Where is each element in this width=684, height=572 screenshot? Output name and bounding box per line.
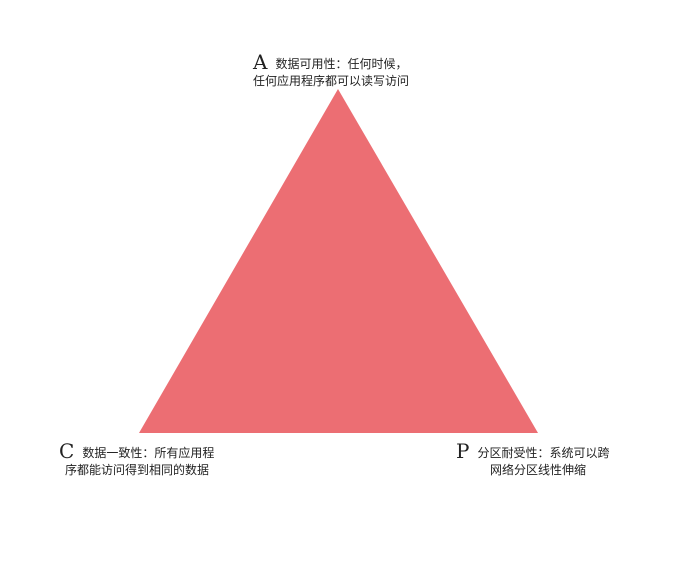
vertex-p-title: 分区耐受性：系统可以跨 — [477, 446, 610, 460]
vertex-a-description: 任何应用程序都可以读写访问 — [253, 74, 410, 88]
vertex-p-letter: P — [456, 439, 470, 463]
vertex-p-label: P 分区耐受性：系统可以跨 网络分区线性伸缩 — [456, 440, 609, 479]
vertex-p-description: 网络分区线性伸缩 — [490, 463, 587, 477]
vertex-a-title: 数据可用性：任何时候， — [275, 57, 408, 71]
cap-triangle — [139, 89, 538, 433]
vertex-c-description: 序都能访问得到相同的数据 — [65, 463, 210, 477]
vertex-c-letter: C — [59, 439, 75, 463]
vertex-c-title: 数据一致性：所有应用程 — [82, 446, 215, 460]
vertex-a-label: A 数据可用性：任何时候， 任何应用程序都可以读写访问 — [253, 51, 409, 90]
vertex-c-label: C 数据一致性：所有应用程 序都能访问得到相同的数据 — [59, 440, 214, 479]
vertex-a-letter: A — [253, 50, 268, 74]
